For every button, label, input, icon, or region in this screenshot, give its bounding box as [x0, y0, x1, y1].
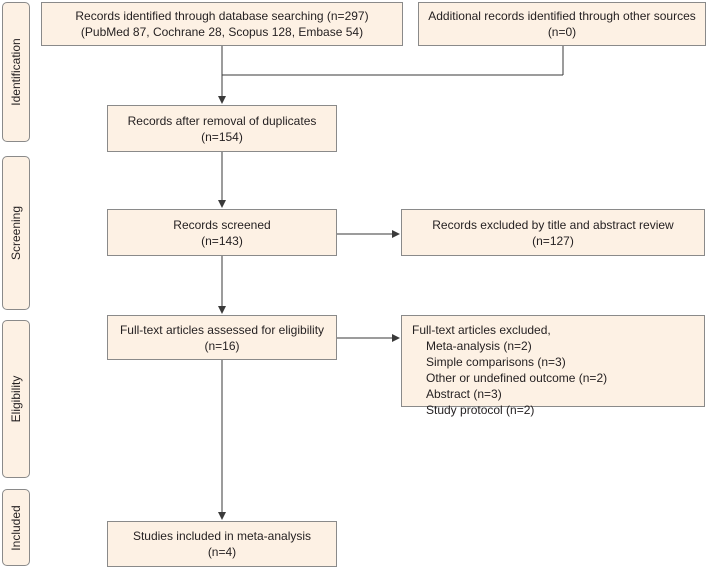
excluded-reason-item: Abstract (n=3) [426, 387, 502, 401]
fulltext-line1: Full-text articles assessed for eligibil… [119, 322, 325, 337]
stage-included: Included [2, 489, 30, 566]
box-excluded-title-abstract: Records excluded by title and abstract r… [401, 209, 705, 256]
other-sources-line1: Additional records identified through ot… [428, 9, 696, 23]
after-duplicates-line2: (n=154) [201, 129, 243, 144]
box-fulltext-excluded: Full-text articles excluded, Meta-analys… [401, 315, 705, 417]
excluded-reason-item: Other or undefined outcome (n=2) [426, 371, 608, 385]
db-search-line2: (PubMed 87, Cochrane 28, Scopus 128, Emb… [80, 25, 364, 39]
box-records-screened: Records screened (n=143) [107, 209, 337, 256]
db-search-line1: Records identified through database sear… [75, 9, 369, 23]
box-other-sources: Additional records identified through ot… [418, 2, 706, 46]
fulltext-excluded-title: Full-text articles excluded, [412, 323, 551, 337]
excluded-reason-item: Simple comparisons (n=3) [426, 355, 566, 369]
fulltext-line2: (n=16) [204, 338, 240, 353]
included-line1: Studies included in meta-analysis [132, 529, 312, 543]
screened-line2: (n=143) [201, 233, 243, 248]
box-after-duplicates: Records after removal of duplicates (n=1… [107, 105, 337, 152]
after-duplicates-line1: Records after removal of duplicates [127, 113, 317, 128]
excluded-reason-item: Meta-analysis (n=2) [426, 339, 532, 353]
excluded-title-line2: (n=127) [532, 233, 574, 248]
excluded-reason-item: Study protocol (n=2) [426, 403, 535, 417]
stage-identification: Identification [2, 2, 30, 142]
included-line2: (n=4) [207, 545, 237, 559]
excluded-title-line1: Records excluded by title and abstract r… [432, 217, 674, 232]
other-sources-line2: (n=0) [547, 25, 577, 39]
box-fulltext-assessed: Full-text articles assessed for eligibil… [107, 315, 337, 360]
screened-line1: Records screened [173, 217, 271, 232]
box-database-search: Records identified through database sear… [41, 2, 403, 46]
stage-eligibility: Eligibility [2, 320, 30, 478]
stage-screening: Screening [2, 156, 30, 310]
box-studies-included: Studies included in meta-analysis (n=4) [107, 521, 337, 567]
